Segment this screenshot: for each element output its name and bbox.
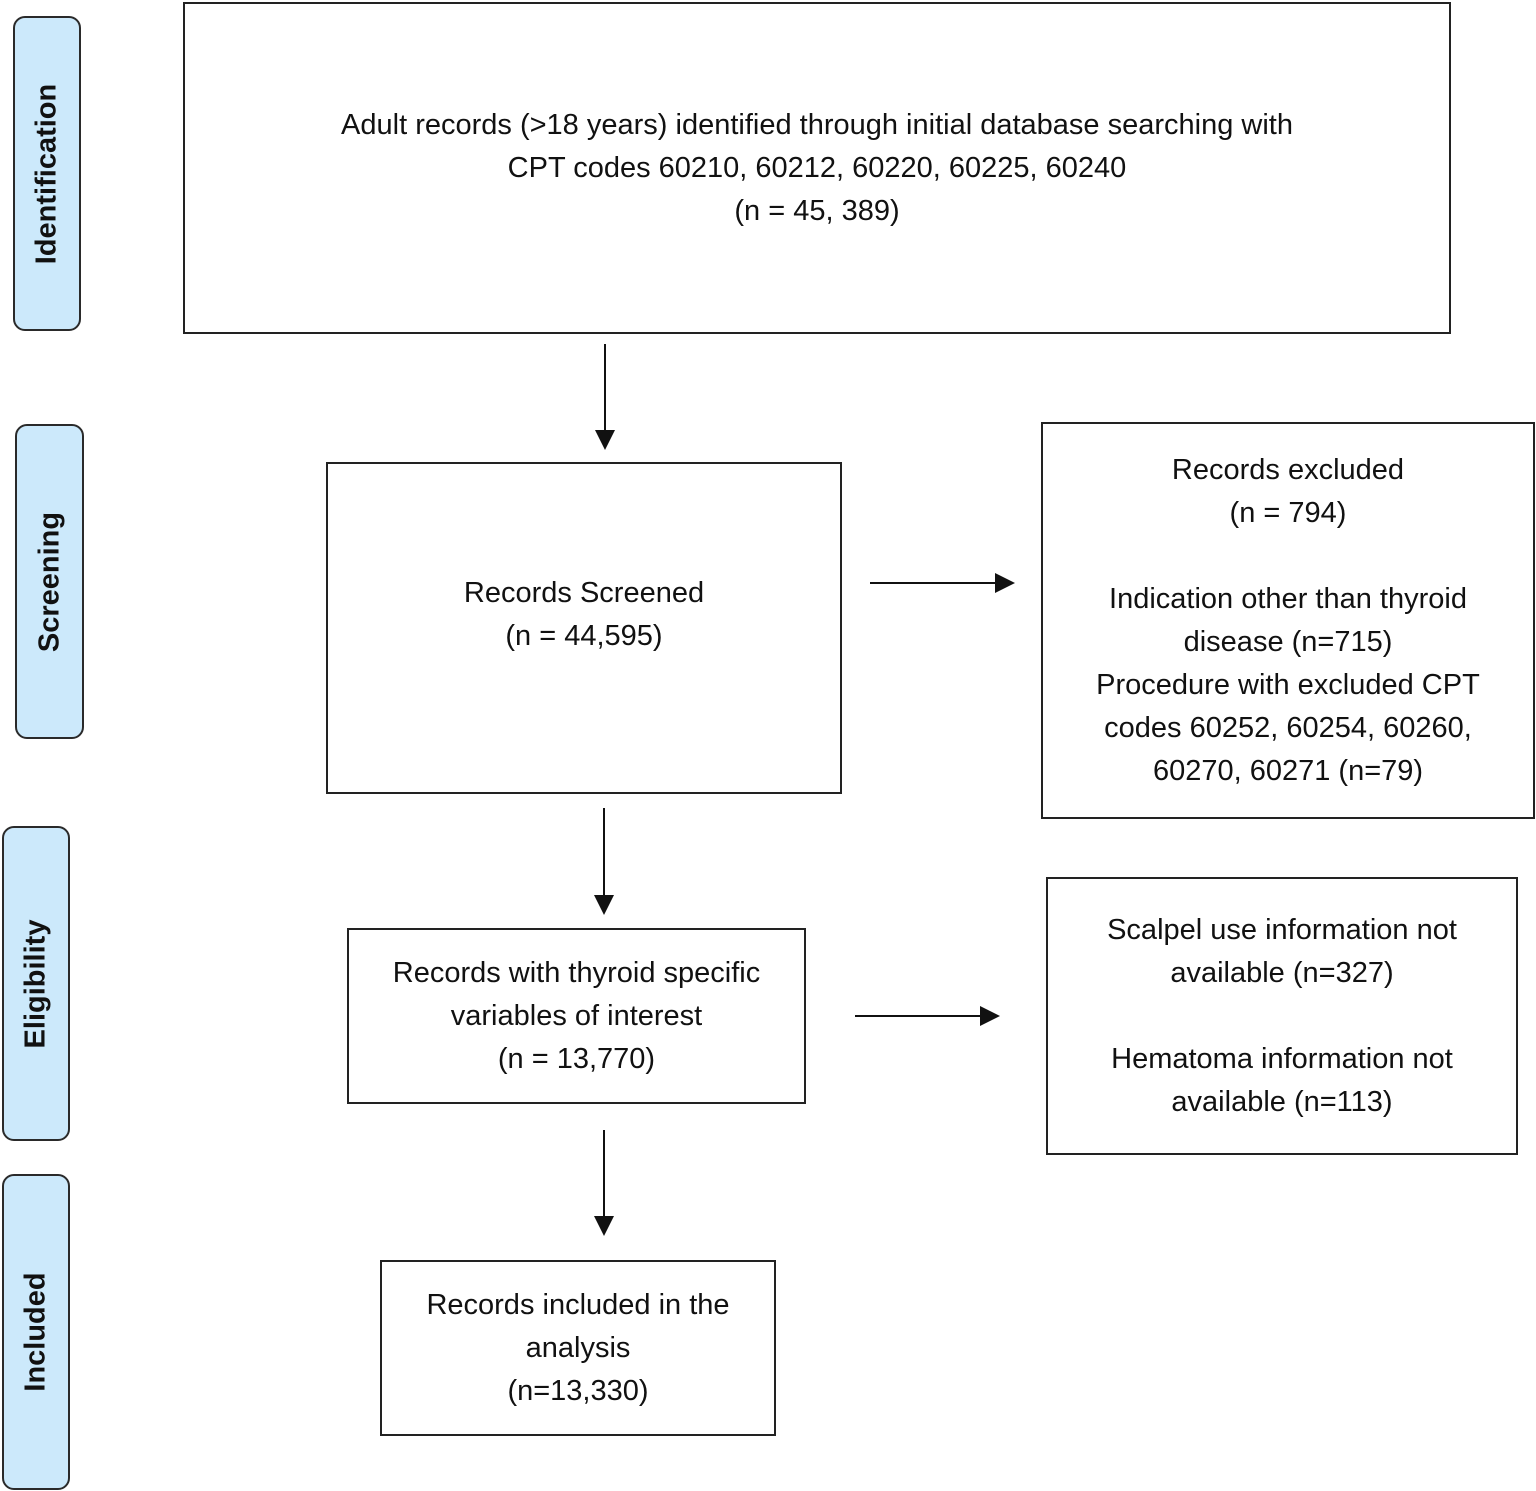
identified-count: (n = 45, 389) (734, 194, 900, 227)
screened-title: Records Screened (463, 577, 705, 609)
stage-tab-included: Included (2, 1174, 70, 1490)
identified-line-2: CPT codes 60210, 60212, 60220, 60225, 60… (507, 151, 1127, 184)
eligible-count: (n = 13,770) (497, 1042, 656, 1075)
ineligible-records-box: Scalpel use information not available (n… (1046, 877, 1518, 1155)
ineligible-reason-1-line-2: available (n=327) (1170, 956, 1394, 989)
included-count: (n=13,330) (507, 1374, 649, 1407)
screened-records-box: Records Screened (n = 44,595) (326, 462, 842, 794)
excluded-count: (n = 794) (1229, 497, 1347, 529)
excluded-reason-2-line-2: codes 60252, 60254, 60260, (1104, 712, 1472, 744)
eligible-line-1: Records with thyroid specific (392, 956, 761, 989)
excluded-reason-1-line-2: disease (n=715) (1183, 626, 1393, 658)
identified-line-1: Adult records (>18 years) identified thr… (341, 108, 1293, 141)
excluded-records-box: Records excluded (n = 794) Indication ot… (1041, 422, 1535, 819)
ineligible-reason-1-line-1: Scalpel use information not (1107, 913, 1457, 946)
excluded-reason-2-line-1: Procedure with excluded CPT (1096, 669, 1480, 701)
excluded-title: Records excluded (1171, 454, 1405, 486)
ineligible-reason-2-line-2: available (n=113) (1171, 1085, 1393, 1118)
identified-records-box: Adult records (>18 years) identified thr… (183, 2, 1451, 334)
stage-tab-identification: Identification (13, 16, 81, 331)
stage-tab-eligibility: Eligibility (2, 826, 70, 1141)
screened-count: (n = 44,595) (505, 620, 663, 652)
eligible-records-box: Records with thyroid specific variables … (347, 928, 806, 1104)
included-records-box: Records included in the analysis (n=13,3… (380, 1260, 776, 1436)
stage-tab-screening: Screening (15, 424, 84, 739)
ineligible-reason-2-line-1: Hematoma information not (1111, 1042, 1453, 1075)
excluded-reason-2-line-3: 60270, 60271 (n=79) (1152, 755, 1424, 787)
eligible-line-2: variables of interest (450, 999, 703, 1032)
included-line-1: Records included in the (426, 1288, 730, 1321)
excluded-reason-1-line-1: Indication other than thyroid (1109, 583, 1467, 615)
included-line-2: analysis (525, 1331, 631, 1364)
